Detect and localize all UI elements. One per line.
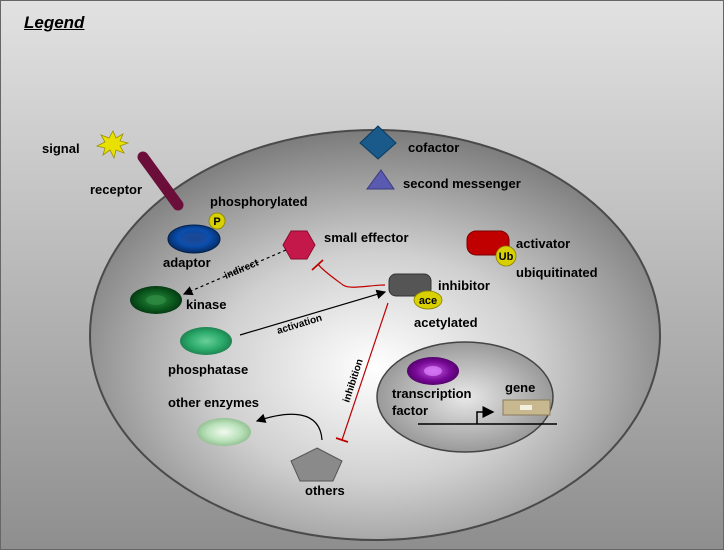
other-enzymes-icon <box>197 418 251 446</box>
small-effector-label: small effector <box>324 230 409 245</box>
inhibitor-label: inhibitor <box>438 278 490 293</box>
phosphatase-label: phosphatase <box>168 362 249 377</box>
promoter-arrow <box>476 406 495 424</box>
others-icon <box>290 447 343 482</box>
tf-core <box>424 366 442 376</box>
second-messenger-label: second messenger <box>403 176 521 191</box>
small-effector-icon <box>282 230 316 260</box>
phospho-badge-icon <box>208 212 226 230</box>
second-messenger-icon <box>366 169 395 190</box>
activation-arrow <box>239 289 387 336</box>
other-enzymes-label: other enzymes <box>168 395 260 410</box>
acetyl-badge-icon <box>413 290 443 310</box>
indirect-arrow <box>182 249 287 296</box>
adaptor-label: adaptor <box>163 255 211 270</box>
ubiquitin-badge-icon <box>495 245 517 267</box>
signal-label: signal <box>42 141 80 156</box>
phosphatase-icon <box>180 327 232 355</box>
legend-title: Legend <box>24 13 85 32</box>
receptor-icon <box>137 151 184 211</box>
inhibitor-icon <box>388 273 432 297</box>
others-to-enzymes-arrow <box>255 413 323 441</box>
adaptor-core <box>180 233 208 245</box>
acetyl-badge-text: ace <box>419 295 437 307</box>
others-label: others <box>305 483 345 498</box>
ubiquitinated-label: ubiquitinated <box>516 265 598 280</box>
acetylated-label: acetylated <box>414 315 478 330</box>
activator-label: activator <box>516 236 571 251</box>
transcription-factor-label-line2: factor <box>392 403 429 418</box>
inhibition-line <box>341 302 389 441</box>
kinase-core <box>146 295 166 305</box>
gene-label: gene <box>505 380 536 395</box>
cofactor-icon <box>359 125 397 160</box>
cell-membrane <box>89 129 661 541</box>
effector-inhibit-bar <box>311 259 324 271</box>
phosphorylated-label: phosphorylated <box>210 194 308 209</box>
effector-inhibit-line <box>317 263 386 288</box>
receptor-label: receptor <box>90 182 143 197</box>
gene-core <box>520 405 532 410</box>
cofactor-label: cofactor <box>408 140 460 155</box>
kinase-label: kinase <box>186 297 227 312</box>
inhibition-bar <box>335 437 349 443</box>
ubiquitin-badge-text: Ub <box>499 251 514 263</box>
phospho-badge-text: P <box>213 216 220 228</box>
signal-icon <box>95 130 130 160</box>
transcription-factor-label-line1: transcription <box>392 386 472 401</box>
